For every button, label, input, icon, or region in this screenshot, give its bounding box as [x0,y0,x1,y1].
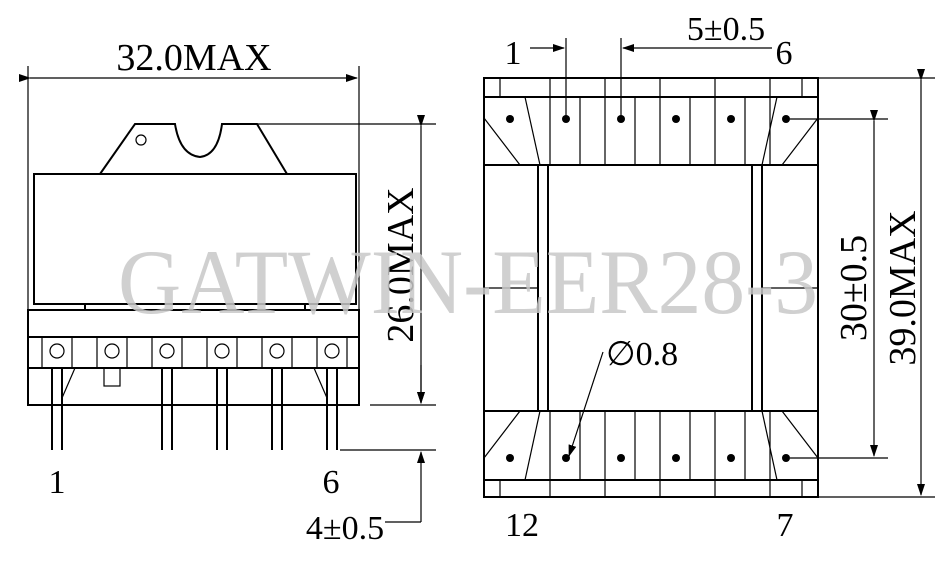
bottom-view: 5±0.5 1 6 30±0.5 39.0MAX ∅0.8 12 7 [483,11,935,544]
pin-7-label: 7 [777,507,794,544]
clip-hole [135,134,147,146]
row-spacing-label: 30±0.5 [833,235,875,341]
pin-length-label: 4±0.5 [306,510,384,547]
pitch-pin-1-label: 1 [505,35,522,72]
bobbin-base [27,309,360,406]
hole-diameter-label: ∅0.8 [606,336,678,373]
pin-pads [41,336,348,369]
pin-1-label: 1 [49,464,66,501]
watermark-text: GATWIN-EER28-3 [118,231,818,333]
width-dimension-label: 32.0MAX [116,37,271,79]
core-clip [99,123,288,175]
height-dimension-label: 26.0MAX [380,187,422,342]
hole-leader [568,351,604,457]
pin-holes-top [506,115,790,123]
core-body [33,173,357,305]
side-pins [51,367,338,450]
pin-12-label: 12 [505,507,539,544]
top-slots [483,78,819,166]
pin-6-label: 6 [323,464,340,501]
bottom-slots [483,410,819,497]
pitch-pin-6-label: 6 [776,35,793,72]
overall-height-label: 39.0MAX [882,210,924,365]
pin-holes-bottom [506,454,790,462]
pitch-label: 5±0.5 [687,11,765,48]
side-view: 32.0MAX [19,37,436,547]
core-window [484,165,818,411]
